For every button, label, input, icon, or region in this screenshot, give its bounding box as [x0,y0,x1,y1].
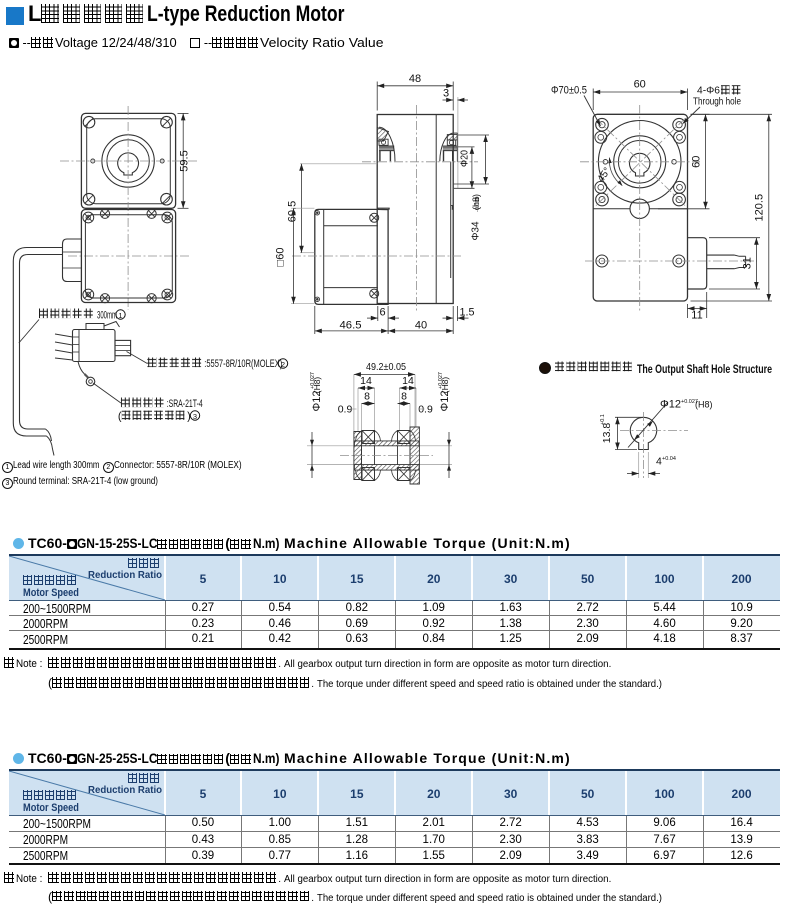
svg-text:Through hole: Through hole [693,96,741,108]
svg-text:(H8): (H8) [440,377,450,394]
svg-text:49.2±0.05: 49.2±0.05 [366,361,406,373]
svg-text:3: 3 [443,88,449,100]
svg-text:+0.04: +0.04 [662,456,676,462]
svg-text:4-Φ6: 4-Φ6 [697,85,720,97]
svg-text:1: 1 [118,311,122,320]
svg-text:Φ70±0.5: Φ70±0.5 [551,85,587,97]
svg-text:): ) [187,410,191,422]
svg-text:60: 60 [691,156,703,168]
svg-text:8: 8 [401,391,407,403]
svg-text:-0.039: -0.039 [475,196,481,212]
svg-text:+0.1: +0.1 [600,414,606,425]
svg-text:59.5: 59.5 [179,150,191,171]
svg-text::SRA-21T-4: :SRA-21T-4 [167,398,203,410]
svg-text::5557-8R/10R(MOLEX): :5557-8R/10R(MOLEX) [204,358,282,370]
svg-text:Φ20: Φ20 [459,150,471,167]
svg-text:60: 60 [634,79,646,91]
svg-text:□60: □60 [275,248,287,267]
svg-text:(H8): (H8) [312,377,322,394]
svg-text:300mm: 300mm [97,309,117,321]
svg-text:120.5: 120.5 [754,194,766,222]
svg-text:14: 14 [360,375,372,387]
svg-text:Φ12: Φ12 [311,390,323,411]
svg-text:14: 14 [402,375,414,387]
svg-text:1.5: 1.5 [460,306,475,318]
svg-text:+0.027: +0.027 [681,399,698,405]
svg-text:6: 6 [379,306,385,318]
svg-text:46.5: 46.5 [340,320,362,332]
svg-text:The Output Shaft Hole Structur: The Output Shaft Hole Structure [637,362,772,376]
svg-text:Φ12: Φ12 [439,390,451,411]
svg-text:11: 11 [691,310,702,322]
svg-text:0.9: 0.9 [338,404,353,416]
svg-text:Φ34: Φ34 [470,221,482,240]
svg-text:(H8): (H8) [695,400,713,410]
svg-text:+0.027: +0.027 [310,372,316,389]
svg-text:8: 8 [364,391,370,403]
svg-text:13.8: 13.8 [601,423,613,444]
svg-text:(h8): (h8) [471,194,481,210]
svg-text:(: ( [118,410,122,422]
svg-text:2: 2 [281,360,285,369]
svg-text:Φ12: Φ12 [660,399,681,411]
svg-text:0.9: 0.9 [418,404,433,416]
svg-text:3: 3 [193,412,197,421]
svg-text:+0.027: +0.027 [438,372,444,389]
svg-text:4: 4 [656,456,662,468]
svg-text:40: 40 [415,320,427,332]
svg-text:31: 31 [742,257,754,269]
svg-text:48: 48 [409,73,421,85]
